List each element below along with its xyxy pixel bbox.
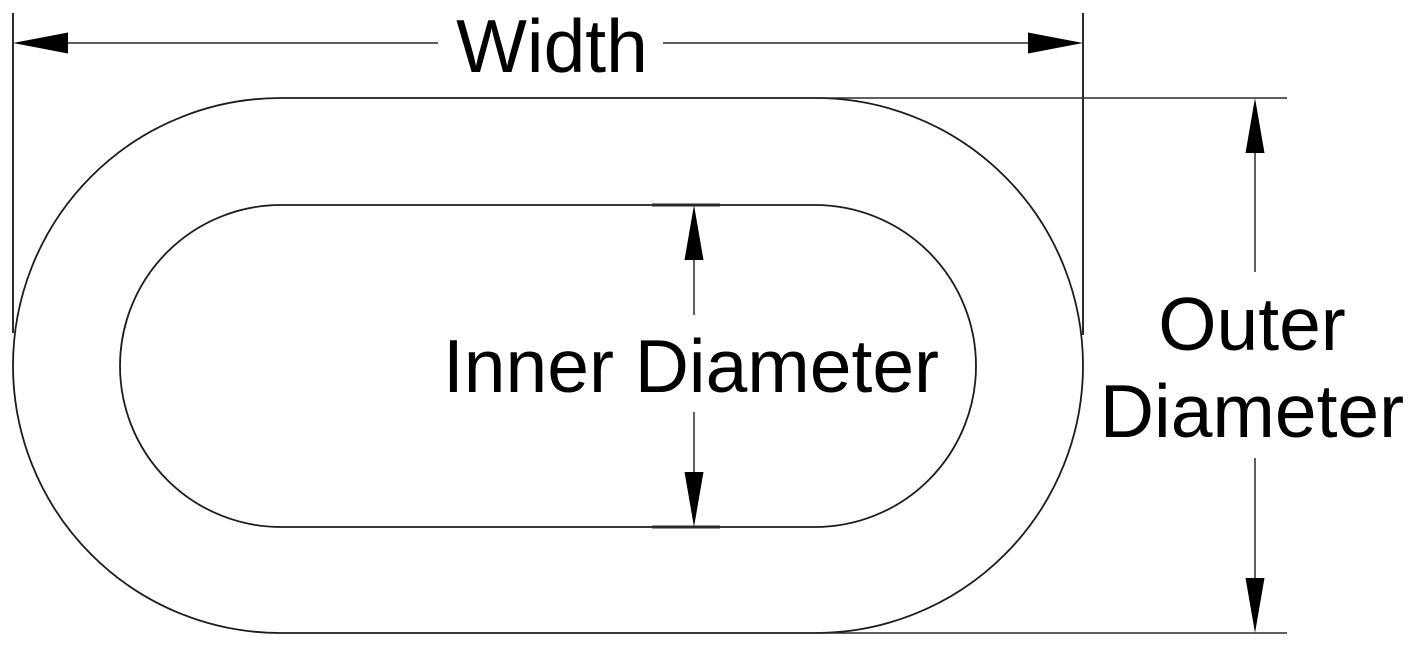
outer-diameter-label-line2: Diameter	[1100, 369, 1404, 453]
width-arrow-right-icon	[1028, 32, 1083, 54]
inner-diameter-label: Inner Diameter	[443, 324, 939, 408]
outer-ring-outline	[12, 97, 1084, 634]
outer-diameter-label-line1: Outer	[1158, 282, 1346, 366]
outer-diameter-dimension: Outer Diameter	[815, 97, 1404, 634]
width-label: Width	[456, 4, 648, 88]
inner-diameter-dimension: Inner Diameter	[443, 203, 939, 529]
outer-diameter-arrow-up-icon	[1245, 98, 1265, 153]
inner-ring-outline	[119, 204, 977, 528]
inner-diameter-arrow-down-icon	[684, 472, 704, 527]
outer-diameter-arrow-down-icon	[1245, 578, 1265, 633]
width-arrow-left-icon	[13, 32, 68, 54]
inner-diameter-arrow-up-icon	[684, 205, 704, 260]
width-dimension: Width	[12, 4, 1084, 335]
